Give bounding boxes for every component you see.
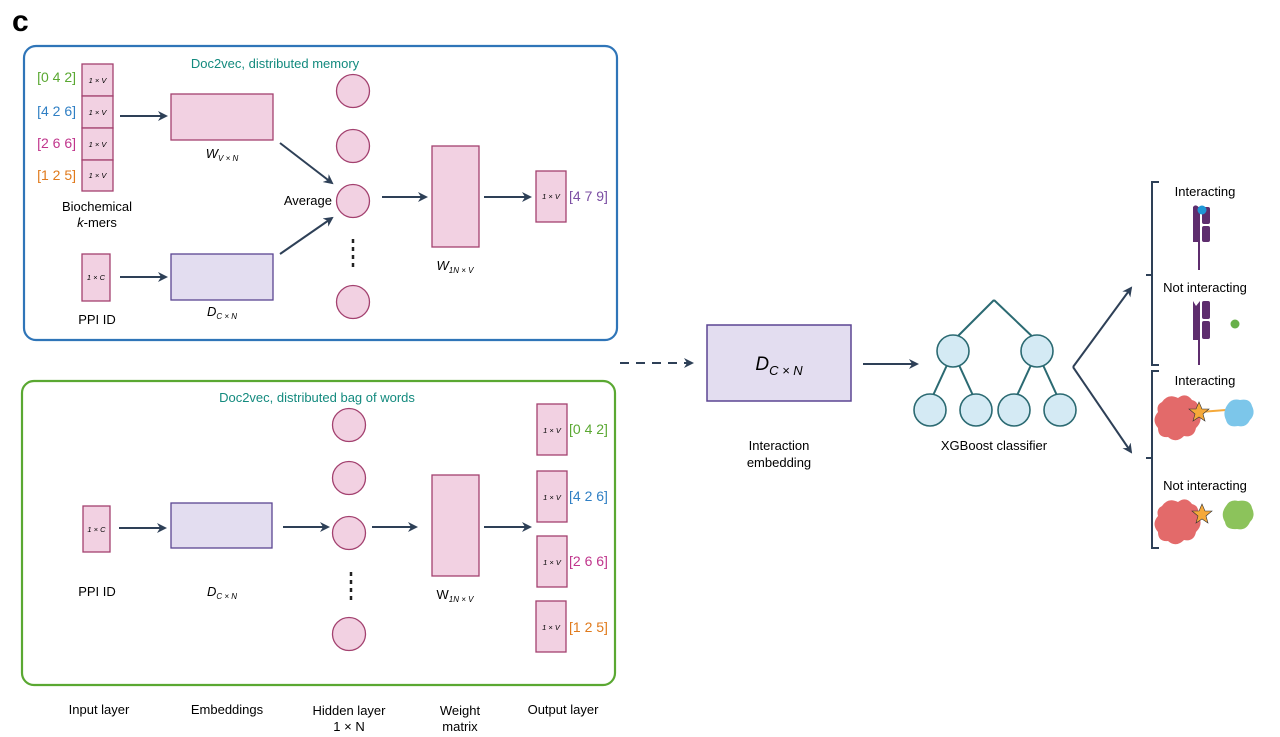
w2-matrix-label: W1N × V	[437, 258, 475, 275]
w-matrix	[170, 93, 274, 141]
kmer-vector-1: [0 4 2]	[37, 69, 76, 85]
dm-output-cell	[535, 170, 567, 223]
tree-leaf	[913, 393, 947, 427]
kmer-vector-3: [2 6 6]	[37, 135, 76, 151]
panel-label: c	[12, 5, 29, 38]
dbow-w2-matrix	[431, 474, 480, 577]
bracket-protein	[1146, 370, 1159, 549]
dbow-panel-border	[20, 379, 617, 687]
receptor-unbound-icon	[1193, 301, 1240, 365]
dm-panel-title: Doc2vec, distributed memory	[191, 56, 360, 71]
w2-matrix	[431, 145, 480, 248]
interaction-embedding-matrix-label: DC × N	[755, 354, 803, 378]
arrow-d-to-average	[279, 216, 334, 255]
hidden-node	[331, 515, 367, 551]
dbow-w2-matrix-label: W1N × V	[437, 587, 475, 604]
ligand-blue	[1197, 205, 1207, 215]
hidden-node	[335, 128, 371, 164]
interaction-embedding-label-1: Interaction	[749, 438, 810, 453]
dbow-hidden-layer	[331, 407, 367, 652]
output-cell	[536, 470, 568, 523]
column-label-matrix: matrix	[442, 719, 478, 734]
dbow-d-matrix	[170, 502, 273, 549]
outcome-protein-interacting: Interacting	[1175, 373, 1236, 388]
dbow-output-vector-2: [4 2 6]	[569, 488, 608, 504]
output-cell	[535, 600, 567, 653]
interaction-embedding-label-2: embedding	[747, 455, 811, 470]
ppi-id-label: PPI ID	[78, 312, 116, 327]
kmers-label-line2: k-mers	[77, 215, 117, 230]
kmer-vector-2: [4 2 6]	[37, 103, 76, 119]
kmer-cell	[81, 159, 114, 192]
hidden-node	[335, 183, 371, 219]
kmer-cell-label: 1 × V	[89, 140, 108, 149]
column-label-weight: Weight	[440, 703, 481, 718]
kmer-vector-4: [1 2 5]	[37, 167, 76, 183]
column-label-hidden-layer-size: 1 × N	[333, 719, 364, 734]
kmer-cell-label: 1 × V	[89, 108, 108, 117]
kmer-cell-label: 1 × V	[89, 171, 108, 180]
dm-hidden-layer	[335, 73, 371, 320]
output-cell-label: 1 × V	[543, 426, 562, 435]
dbow-d-matrix-label: DC × N	[207, 584, 237, 601]
kmer-input-stack	[81, 63, 114, 192]
binding-site-star	[1191, 503, 1213, 524]
dbow-ppi-cell-label: 1 × C	[87, 525, 106, 534]
tree-node	[936, 334, 970, 368]
dm-panel-border	[22, 44, 619, 342]
dbow-output-vector-1: [0 4 2]	[569, 421, 608, 437]
output-cell-label: 1 × V	[543, 558, 562, 567]
column-label-embeddings: Embeddings	[191, 702, 264, 717]
kmer-cell	[81, 127, 114, 161]
ppi-input-cell	[81, 253, 111, 302]
arrow-to-protein-outcomes	[1072, 366, 1133, 454]
tree-leaf	[997, 393, 1031, 427]
dbow-panel-title: Doc2vec, distributed bag of words	[219, 390, 415, 405]
dbow-output-vector-3: [2 6 6]	[569, 553, 608, 569]
protein-complex-bound-icon	[1154, 395, 1254, 441]
w-matrix-label: WV × N	[206, 146, 239, 163]
output-cell-label: 1 × V	[543, 493, 562, 502]
bracket-receptor	[1146, 181, 1159, 366]
protein-complex-unbound-icon	[1154, 499, 1254, 545]
hidden-node	[331, 616, 367, 652]
arrow-to-receptor-outcomes	[1072, 286, 1133, 368]
kmer-cell-label: 1 × V	[89, 76, 108, 85]
tree-leaf	[959, 393, 993, 427]
d-matrix	[170, 253, 274, 301]
dbow-output-vector-4: [1 2 5]	[569, 619, 608, 635]
outcome-protein-not-interacting: Not interacting	[1163, 478, 1247, 493]
classifier-label: XGBoost classifier	[941, 438, 1048, 453]
output-cell	[536, 535, 568, 588]
receptor-bound-icon	[1193, 205, 1210, 270]
dbow-ppi-input-cell	[82, 505, 111, 553]
column-label-hidden-layer: Hidden layer	[313, 703, 387, 718]
output-cell-label: 1 × V	[542, 623, 561, 632]
ligand-green	[1230, 319, 1240, 329]
tree-node	[1020, 334, 1054, 368]
hidden-node	[331, 407, 367, 443]
d-matrix-label: DC × N	[207, 304, 237, 321]
tree-leaf	[1043, 393, 1077, 427]
outcome-receptor-interacting: Interacting	[1175, 184, 1236, 199]
dbow-ppi-id-label: PPI ID	[78, 584, 116, 599]
average-label: Average	[284, 193, 332, 208]
output-cell-label: 1 × V	[542, 192, 561, 201]
dm-output-vector: [4 7 9]	[569, 188, 608, 204]
binding-site-star	[1188, 401, 1210, 422]
kmers-label-line1: Biochemical	[62, 199, 132, 214]
dbow-output-stack	[535, 403, 568, 653]
xgboost-tree-icon	[913, 299, 1077, 427]
hidden-node	[331, 460, 367, 496]
column-label-input-layer: Input layer	[69, 702, 130, 717]
ppi-cell-label: 1 × C	[87, 273, 106, 282]
output-cell	[536, 403, 568, 456]
arrow-w-to-average	[279, 142, 334, 185]
interaction-embedding-matrix	[706, 324, 852, 402]
hidden-node	[335, 284, 371, 320]
column-label-output-layer: Output layer	[528, 702, 599, 717]
hidden-node	[335, 73, 371, 109]
outcome-receptor-not-interacting: Not interacting	[1163, 280, 1247, 295]
